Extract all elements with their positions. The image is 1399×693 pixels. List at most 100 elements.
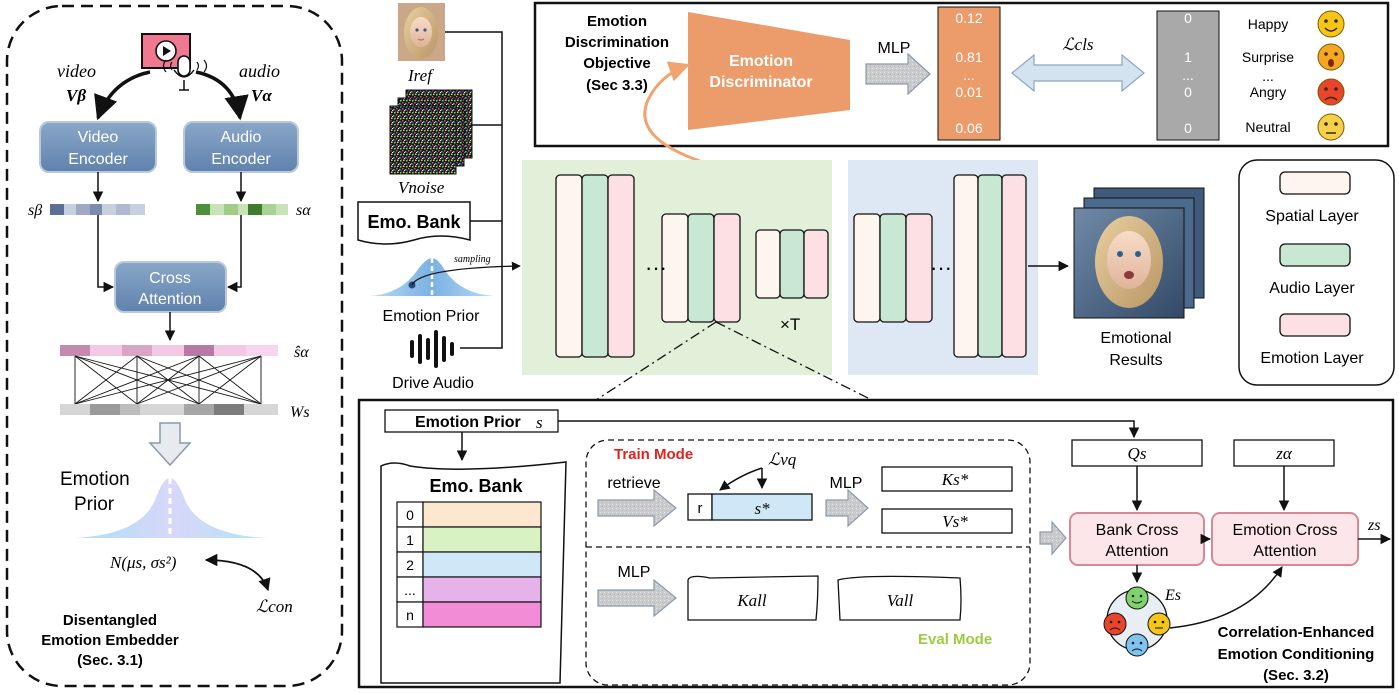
mode-output-arrow (1039, 520, 1067, 556)
emotional-results-images (1073, 187, 1205, 319)
train-mlp-arrow (825, 488, 869, 528)
spatial-layer (853, 213, 881, 323)
bank-row-index-label: 0 (406, 507, 414, 523)
train-mlp-label: MLP (830, 475, 863, 492)
v-s-label: Vs* (942, 512, 968, 531)
video-audio-icon (141, 33, 208, 91)
surprised-face-icon (1317, 43, 1345, 71)
bank-cross-line2: Attention (1105, 543, 1168, 560)
emotion-discrimination-panel: Emotion Discrimination Objective (Sec 3.… (533, 1, 1390, 148)
full-connection-lines (74, 355, 262, 405)
inputs-column: Iref Vnoise Emo. Bank sampling Emotion P… (357, 3, 521, 392)
ellipsis-1: ··· (645, 255, 667, 280)
emotion-category-label: Neutral (1245, 119, 1290, 135)
emo-bank-rows: 012...n (396, 501, 542, 628)
left-caption-line1: Disentangled (63, 612, 157, 629)
emotion-cross-line2: Attention (1253, 543, 1316, 560)
bank-row-index-label: ... (404, 582, 416, 598)
noise-video-stack (389, 89, 473, 175)
discriminator-line1: Emotion (729, 53, 793, 70)
objective-line2: Discrimination (565, 34, 669, 51)
eval-mlp-label: MLP (618, 564, 651, 581)
i-ref-label: Iref (407, 66, 434, 85)
bank-row-index-cell (396, 601, 424, 628)
w-s-label: Ws (290, 404, 310, 421)
k-all-box (687, 575, 819, 621)
bottom-caption-line2: Emotion Conditioning (1218, 646, 1375, 663)
one-hot-value: 0 (1184, 10, 1192, 26)
s-alpha-embedding (196, 204, 288, 215)
emotion-discriminator-block (688, 12, 850, 130)
audio-encoder-line1: Audio (221, 129, 262, 146)
s-alpha-label: sα (296, 202, 311, 219)
bank-row-index-cell (396, 501, 424, 528)
video-label: video (57, 61, 96, 81)
spatial-layer-swatch (1279, 171, 1351, 195)
audio-var: Vα (251, 86, 272, 105)
probability-vector (937, 6, 1001, 141)
one-hot-value: 0 (1184, 84, 1192, 100)
spatial-layer (555, 174, 583, 358)
w-s-embedding (60, 404, 278, 415)
emotion-layer (1001, 174, 1027, 358)
left-caption-line3: (Sec. 3.1) (77, 652, 143, 669)
emo-bank-input (357, 201, 471, 245)
spatial-layer (755, 229, 781, 299)
bank-row-embedding-cell (422, 526, 542, 553)
bank-row-index-label: 2 (406, 557, 414, 573)
audio-layer (687, 213, 715, 323)
emotion-prior-box-label: Emotion Prior (415, 414, 521, 431)
z-s-label: zs (1367, 517, 1380, 534)
s-beta-label: sβ (28, 202, 42, 219)
audio-layer-label: Audio Layer (1269, 280, 1355, 297)
happy-face-icon (1317, 10, 1345, 38)
discriminator-line2: Discriminator (709, 74, 812, 91)
emotion-category-label: Angry (1250, 84, 1287, 100)
one-hot-values: 01...00 (1182, 10, 1194, 136)
drive-audio-icon (410, 330, 454, 368)
e-s-label: Es (1164, 587, 1181, 604)
audio-layer (581, 174, 609, 358)
s-beta-embedding (50, 204, 145, 215)
s-alpha-hat-embedding (60, 345, 278, 356)
l-cls-arrow (1011, 53, 1145, 93)
one-hot-value: 0 (1184, 120, 1192, 136)
left-caption-line2: Emotion Embedder (41, 632, 179, 649)
eval-mlp-arrow (597, 578, 677, 618)
disentangled-emotion-embedder-panel: video Vβ audio Vα Video Encoder Audio En… (5, 4, 344, 688)
s-star-box (711, 493, 813, 521)
down-arrow-icon (148, 422, 192, 467)
k-all-label: Kall (736, 591, 767, 610)
cross-attention-line2: Attention (138, 291, 201, 308)
results-line1: Emotional (1100, 330, 1171, 347)
bottom-caption-line1: Correlation-Enhanced (1218, 624, 1375, 641)
bank-row-index-label: 1 (406, 532, 414, 548)
emotion-faces-cluster-icon (1103, 586, 1171, 657)
l-con-label: ℒcon (256, 597, 293, 616)
drive-audio-label: Drive Audio (392, 375, 474, 392)
emotion-prior-input-label: Emotion Prior (383, 308, 481, 325)
spatial-layer-label: Spatial Layer (1265, 208, 1359, 225)
audio-label: audio (239, 61, 280, 81)
retrieve-arrow (597, 488, 677, 528)
bank-row-embedding-cell (422, 501, 542, 528)
emotion-layer (905, 213, 933, 323)
video-var: Vβ (66, 86, 86, 105)
emotion-layer (713, 213, 741, 323)
k-s-label: Ks* (941, 470, 969, 489)
r-index-box (687, 493, 713, 521)
r-index-label: r (698, 500, 703, 517)
mode-container (585, 439, 1031, 686)
l-cls-label: ℒcls (1062, 35, 1094, 54)
bottom-caption-line3: (Sec. 3.2) (1263, 667, 1329, 684)
one-hot-value: 1 (1184, 49, 1192, 65)
retrieve-label: retrieve (607, 475, 660, 492)
emotion-category-label: Happy (1248, 16, 1288, 32)
v-all-label: Vall (887, 591, 914, 610)
probability-value: 0.81 (955, 49, 982, 65)
neutral-face-icon (1317, 113, 1345, 141)
normal-distribution-label: N(μs, σs²) (109, 553, 177, 572)
one-hot-value: ... (1182, 67, 1194, 83)
video-encoder-line1: Video (78, 129, 119, 146)
s-star-label: s* (754, 499, 770, 518)
